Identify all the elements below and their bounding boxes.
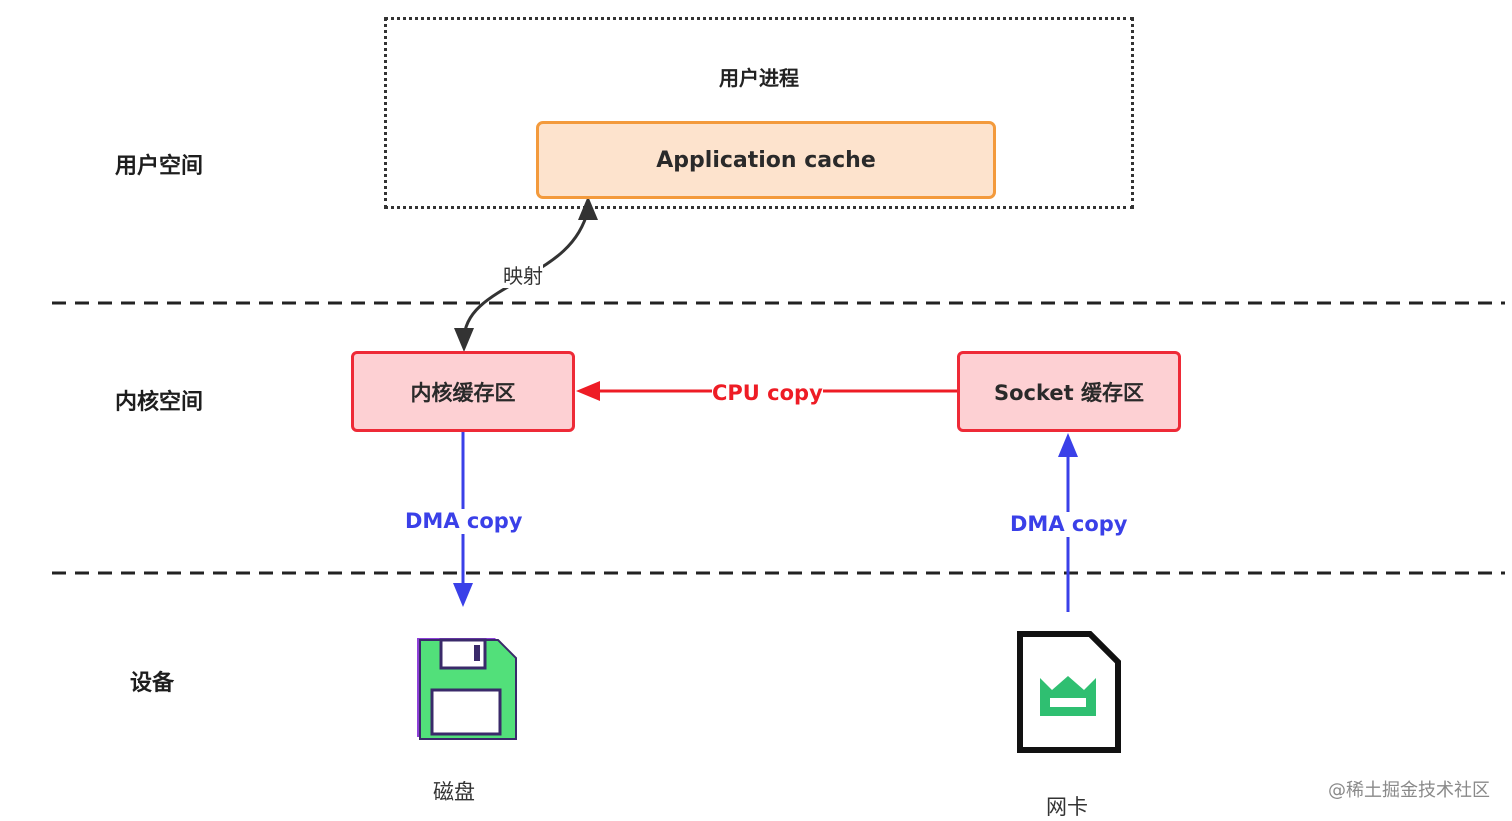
network-card-icon — [1017, 631, 1121, 753]
zone-label-device: 设备 — [130, 671, 175, 696]
socket-buffer-box: Socket 缓存区 — [957, 351, 1181, 432]
kernel-buffer-box: 内核缓存区 — [351, 351, 575, 432]
application-cache-label: Application cache — [656, 147, 876, 173]
dma-copy-disk-arrowhead — [453, 583, 473, 607]
mapping-label: 映射 — [503, 264, 543, 288]
watermark: @稀土掘金技术社区 — [1328, 780, 1490, 801]
nic-label: 网卡 — [1046, 795, 1088, 819]
dma-copy-nic-label: DMA copy — [1010, 512, 1128, 537]
cpu-copy-arrowhead — [576, 381, 600, 401]
zone-label-kernel-space: 内核空间 — [115, 390, 204, 415]
cpu-copy-label: CPU copy — [712, 381, 823, 406]
kernel-buffer-label: 内核缓存区 — [410, 380, 516, 405]
floppy-disk-icon — [417, 638, 517, 740]
application-cache-box: Application cache — [536, 121, 996, 199]
disk-label: 磁盘 — [433, 780, 475, 804]
dma-copy-nic-arrowhead — [1058, 433, 1078, 457]
zone-label-user-space: 用户空间 — [115, 154, 204, 179]
socket-buffer-label: Socket 缓存区 — [994, 380, 1144, 405]
user-process-boundary: 用户进程 — [384, 17, 1134, 209]
dma-copy-disk-label: DMA copy — [405, 509, 523, 534]
user-process-title: 用户进程 — [719, 66, 799, 90]
mapping-arrowhead-down — [454, 328, 474, 352]
